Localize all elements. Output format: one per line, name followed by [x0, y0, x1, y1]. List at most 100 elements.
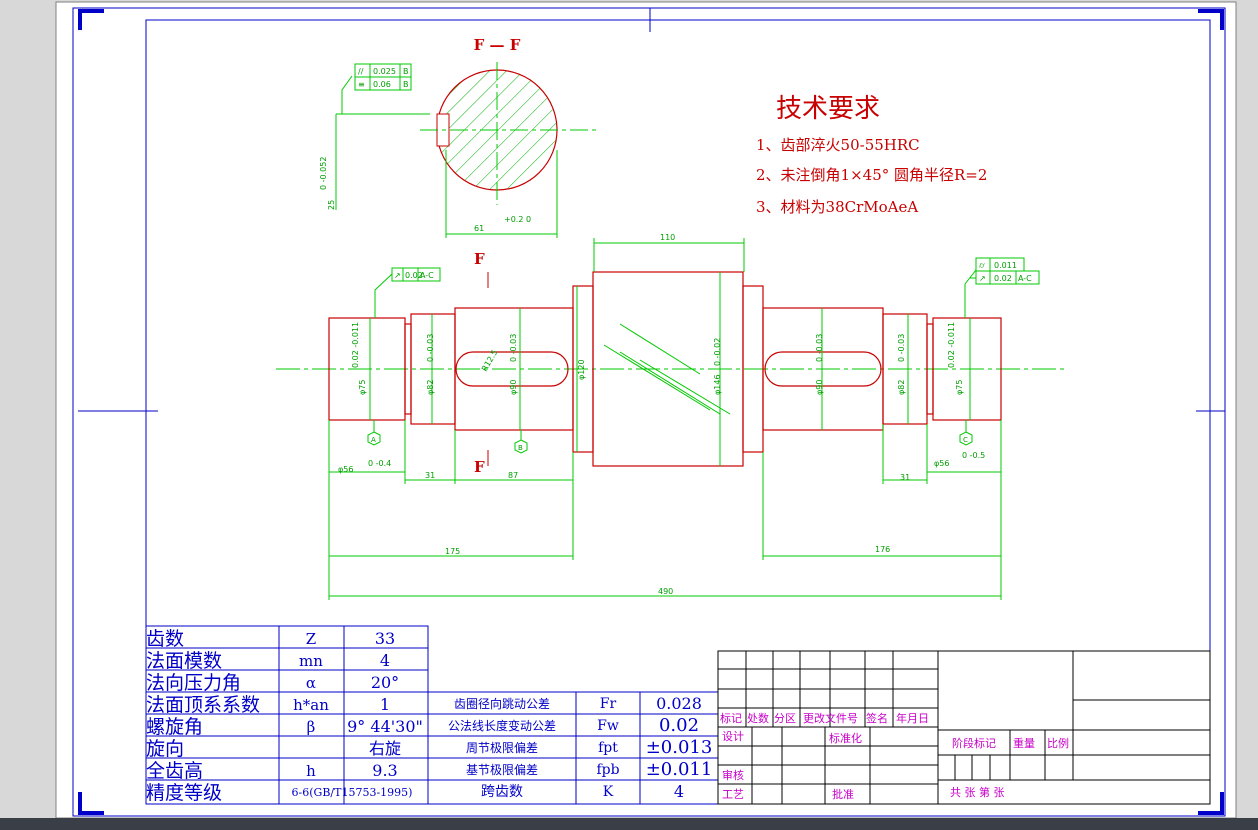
dim-d90-tol: 0 -0.03	[815, 334, 824, 362]
svg-text:A-C: A-C	[420, 271, 434, 280]
section-view: F — F // 0.025	[319, 36, 600, 238]
tol-name: 基节极限偏差	[466, 762, 538, 777]
tol-name: 公法线长度变动公差	[448, 718, 556, 733]
datum-B: B	[518, 444, 523, 452]
param-name: 法向压力角	[146, 672, 241, 694]
dim-len87: 87	[508, 471, 518, 480]
dim-len175: 175	[445, 547, 460, 556]
param-name: 法面顶系系数	[146, 694, 260, 716]
tb-design: 设计	[722, 730, 744, 743]
param-value: 9.3	[372, 761, 397, 780]
tol-symbol: Fw	[597, 718, 619, 734]
tb-scale: 比例	[1047, 736, 1069, 750]
datum-C: C	[963, 436, 968, 444]
dim-d56-tol: 0 -0.5	[962, 451, 985, 460]
paper	[55, 1, 1237, 819]
dim-d75: φ75	[955, 380, 964, 395]
dim-len176: 176	[875, 545, 890, 554]
param-name: 精度等级	[146, 782, 222, 804]
param-value: 右旋	[369, 739, 401, 758]
tol-name: 周节极限偏差	[466, 740, 538, 755]
shaft-gdt: ↗ 0.02 A-C ⌭ 0.011 ↗ 0.02 A-C	[391, 257, 1040, 285]
tol-symbol: fpb	[596, 762, 619, 778]
param-symbol: α	[306, 674, 316, 692]
dim-len490: 490	[658, 587, 673, 596]
svg-text:0.011: 0.011	[994, 261, 1017, 270]
param-name: 齿数	[146, 628, 184, 650]
tol-name: 齿圈径向跳动公差	[454, 696, 550, 711]
param-value: 4	[380, 651, 390, 670]
param-symbol: h	[306, 762, 316, 780]
gdt-datum: B	[403, 67, 409, 76]
param-value: 9° 44'30"	[347, 717, 423, 736]
param-name: 螺旋角	[146, 716, 203, 738]
section-width: 61	[474, 224, 484, 233]
param-symbol: Z	[306, 630, 316, 648]
dim-d75: φ75	[358, 380, 367, 395]
dim-d120: φ120	[577, 359, 586, 380]
tol-symbol: Fr	[600, 696, 617, 712]
svg-text:A-C: A-C	[1018, 274, 1032, 283]
tol-symbol: K	[603, 784, 614, 800]
tb-weight: 重量	[1013, 736, 1035, 750]
technical-requirements: 技术要求 1、齿部淬火50-55HRC 2、未注倒角1×45° 圆角半径R=2 …	[756, 94, 987, 216]
tb-sign: 签名	[866, 711, 888, 725]
tol-symbol: fpt	[598, 740, 618, 756]
dim-d56: φ56	[338, 465, 353, 474]
tol-value: 0.028	[656, 694, 702, 713]
svg-text:0.02: 0.02	[405, 271, 423, 280]
dim-d75-tol: 0.02 -0.011	[351, 322, 360, 368]
param-name: 全齿高	[146, 760, 203, 782]
param-name: 旋向	[146, 738, 184, 760]
dim-len31: 31	[425, 471, 435, 480]
gdt-symbol: ≡	[358, 80, 365, 89]
tol-value: ±0.011	[646, 759, 713, 780]
svg-text:0.02: 0.02	[994, 274, 1012, 283]
tol-value: ±0.013	[646, 737, 713, 758]
dim-d90: φ90	[509, 380, 518, 395]
gdt-datum: B	[403, 80, 409, 89]
tb-check: 审核	[722, 768, 744, 782]
section-depth-tol: 0 -0.052	[319, 157, 328, 190]
param-value: 20°	[371, 673, 399, 692]
tb-count: 处数	[747, 712, 769, 725]
dim-d82: φ82	[426, 380, 435, 395]
dim-d82-tol: 0 -0.03	[426, 334, 435, 362]
section-label: F — F	[474, 36, 521, 54]
dim-len31: 31	[900, 473, 910, 482]
svg-text:↗: ↗	[979, 274, 986, 283]
param-value: 1	[380, 695, 390, 714]
dim-d56-tol: 0 -0.4	[368, 459, 391, 468]
gear-shaft-view: φ75 0.02 -0.011 φ82 0 -0.03 φ90 0 -0.03 …	[276, 233, 1066, 600]
tb-standard: 标准化	[829, 731, 862, 745]
dim-d75-tol: 0.02 -0.011	[947, 322, 956, 368]
tech-title: 技术要求	[776, 94, 880, 124]
section-mark: F	[474, 458, 485, 476]
gdt-symbol: //	[358, 67, 364, 76]
tb-approve: 批准	[832, 787, 854, 801]
dim-d146: φ146	[713, 374, 722, 395]
dim-gear-width: 110	[660, 233, 675, 242]
tol-name: 跨齿数	[481, 784, 523, 800]
dim-d90-tol: 0 -0.03	[509, 334, 518, 362]
svg-text:⌭: ⌭	[979, 261, 985, 270]
param-name: 法面模数	[146, 650, 222, 672]
param-symbol: h*an	[293, 696, 329, 714]
param-value: 6-6(GB/T15753-1995)	[292, 786, 413, 799]
dim-d90: φ90	[815, 380, 824, 395]
tech-note: 3、材料为38CrMoAeA	[756, 198, 918, 216]
gdt-value: 0.025	[373, 67, 396, 76]
tb-zone: 分区	[774, 712, 796, 725]
dim-d146-tol: 0 -0.02	[713, 338, 722, 366]
title-block: 标记 处数 分区 更改文件号 签名 年月日 设计 标准化 审核 工艺 批准 阶段…	[717, 650, 1211, 805]
datum-A: A	[371, 436, 376, 444]
dim-d56: φ56	[934, 459, 949, 468]
gdt-value: 0.06	[373, 80, 391, 89]
tb-date: 年月日	[896, 711, 929, 725]
param-symbol: mn	[299, 652, 323, 670]
section-gdt: // 0.025 B ≡ 0.06 B	[354, 63, 412, 91]
tb-changefile: 更改文件号	[803, 711, 858, 725]
tech-note: 2、未注倒角1×45° 圆角半径R=2	[756, 166, 987, 184]
section-mark: F	[474, 250, 485, 268]
